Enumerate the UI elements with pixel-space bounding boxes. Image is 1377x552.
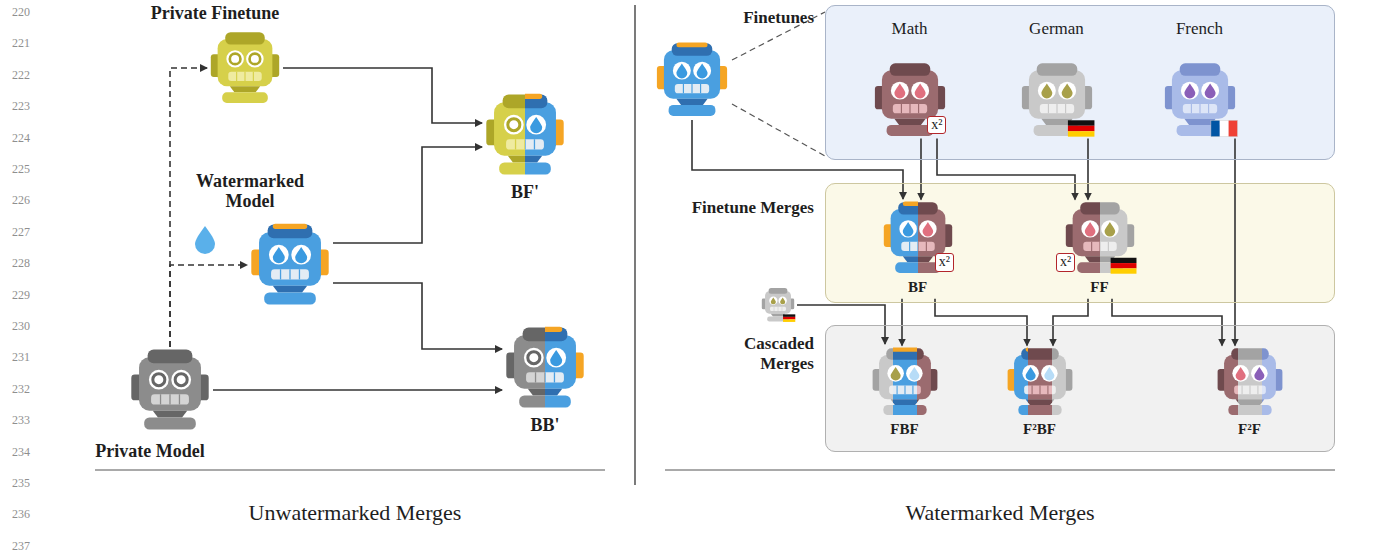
merge-arrow (1053, 299, 1088, 346)
merge-arrow (170, 68, 207, 347)
model-label: BF (908, 279, 927, 296)
robot-node: F²F (1214, 346, 1286, 418)
model-label: Private Finetune (151, 3, 279, 24)
rule-line (95, 470, 605, 471)
line-number: 234 (2, 445, 30, 460)
robot-node: Private Model (127, 347, 213, 433)
line-number: 223 (2, 99, 30, 114)
model-label: BB' (530, 415, 559, 436)
robot-node: BB' (502, 325, 588, 411)
robot-icon (762, 288, 795, 322)
merge-arrow (1112, 299, 1222, 346)
robot-node: FBF (869, 346, 941, 418)
line-number: 220 (2, 5, 30, 20)
line-number: 236 (2, 507, 30, 522)
line-number: 233 (2, 413, 30, 428)
panel-fill (825, 183, 1335, 303)
robot-icon (502, 325, 588, 411)
dashed-leader (732, 104, 825, 156)
robot-icon (1004, 346, 1076, 418)
model-label: Math (892, 19, 928, 39)
robot-node: Private Finetune (207, 30, 283, 106)
model-label: Watermarked Model (190, 171, 310, 212)
line-number: 226 (2, 193, 30, 208)
model-label: French (1176, 19, 1223, 39)
line-number: 232 (2, 382, 30, 397)
robot-icon (869, 346, 941, 418)
model-label: FF (1090, 279, 1108, 296)
robot-node: German (1018, 61, 1096, 139)
model-label: Private Model (95, 441, 204, 462)
merge-arrow (170, 265, 247, 347)
merge-arrow (333, 283, 502, 349)
line-number: 230 (2, 319, 30, 334)
rule-line (665, 470, 1335, 471)
panel-heading: Finetune Merges (649, 198, 814, 218)
merge-arrow (213, 389, 502, 391)
math-badge: x² (935, 253, 954, 272)
model-label: BF' (511, 182, 539, 203)
merge-arrow (1087, 139, 1089, 200)
panel-fill (825, 5, 1335, 160)
merge-arrow (920, 139, 922, 200)
robot-icon (482, 92, 568, 178)
merge-arrow (937, 139, 1075, 200)
math-badge: x² (1056, 253, 1075, 272)
robot-icon (1018, 61, 1096, 139)
line-number: 225 (2, 162, 30, 177)
robot-node: Watermarked Model (247, 222, 333, 308)
merge-arrow (901, 299, 903, 346)
line-number: 235 (2, 476, 30, 491)
panel-caption: Watermarked Merges (905, 500, 1094, 526)
panel-heading: Cascaded Merges (729, 334, 814, 373)
line-number: 237 (2, 539, 30, 552)
line-number: 227 (2, 225, 30, 240)
line-number: 228 (2, 256, 30, 271)
robot-icon (247, 222, 333, 308)
model-label: F²F (1238, 421, 1261, 438)
line-number: 221 (2, 36, 30, 51)
merge-arrow (283, 68, 482, 123)
watermark-drop (195, 226, 215, 254)
robot-node: French (1161, 61, 1239, 139)
group-panel: FinetunesMathGermanFrench (825, 5, 1335, 160)
model-label: German (1029, 19, 1084, 39)
line-number: 222 (2, 68, 30, 83)
merge-arrow (1234, 139, 1236, 346)
model-label: F²BF (1023, 421, 1056, 438)
merge-arrow (935, 299, 1027, 346)
robot-icon (1161, 61, 1239, 139)
panel-heading: Finetunes (694, 8, 814, 28)
robot-node: BF' (482, 92, 568, 178)
merge-arrow (333, 147, 482, 243)
line-number: 231 (2, 350, 30, 365)
group-panel: Finetune MergesBFFF (825, 183, 1335, 303)
line-number: 224 (2, 131, 30, 146)
robot-node: F²BF (1004, 346, 1076, 418)
robot-icon (1214, 346, 1286, 418)
robot-icon (207, 30, 283, 106)
line-number: 229 (2, 288, 30, 303)
panel-caption: Unwatermarked Merges (249, 500, 462, 526)
divider-line (634, 5, 635, 485)
model-label: FBF (890, 421, 918, 438)
group-panel: Cascaded MergesFBFF²BFF²F (825, 325, 1335, 452)
robot-icon (657, 43, 727, 116)
robot-icon (127, 347, 213, 433)
math-badge: x² (927, 116, 946, 135)
